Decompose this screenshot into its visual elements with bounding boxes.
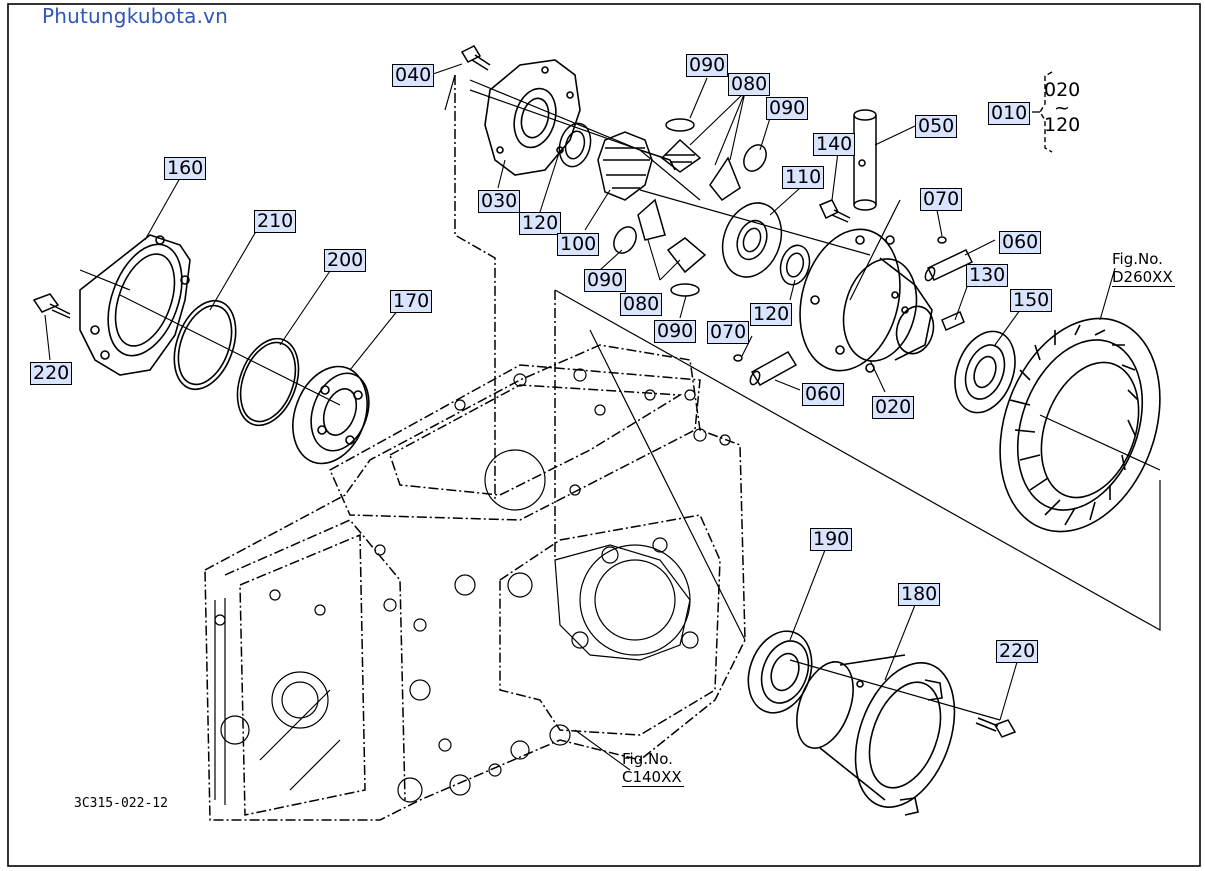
bearing-cover-drawing xyxy=(484,59,581,176)
figref-code[interactable]: D260XX xyxy=(1112,268,1175,287)
range-note: 020 ~ 120 xyxy=(1044,80,1080,136)
leader-lines xyxy=(44,63,1116,771)
part-label-090: 090 xyxy=(654,320,697,343)
transmission-case-drawing xyxy=(204,75,746,821)
page-border xyxy=(7,3,1201,867)
bolt-drawing-140 xyxy=(818,199,851,223)
part-label-170: 170 xyxy=(390,290,433,313)
differential-case-drawing xyxy=(799,228,935,373)
part-label-060: 060 xyxy=(802,383,845,406)
part-label-220: 220 xyxy=(30,362,73,385)
part-label-100: 100 xyxy=(557,233,600,256)
part-label-060: 060 xyxy=(999,231,1042,254)
site-watermark: Phutungkubota.vn xyxy=(42,4,229,28)
part-label-020: 020 xyxy=(872,396,915,419)
bearing-drawing-150 xyxy=(954,330,1016,414)
part-label-200: 200 xyxy=(324,249,367,272)
seal-cover-drawing xyxy=(79,234,191,376)
part-label-080: 080 xyxy=(728,73,771,96)
part-label-010: 010 xyxy=(988,102,1031,125)
bolt-drawing-top xyxy=(460,45,491,71)
part-label-070: 070 xyxy=(707,321,750,344)
range-from: 020 xyxy=(1044,79,1081,101)
part-label-160: 160 xyxy=(164,157,207,180)
bolt-drawing-220b xyxy=(975,717,1017,738)
figref-label: Fig.No. xyxy=(1112,250,1163,268)
o-ring-drawing xyxy=(236,337,300,427)
part-label-120: 120 xyxy=(750,303,793,326)
part-label-150: 150 xyxy=(1010,289,1053,312)
reference-lines xyxy=(79,74,1161,721)
figref-code[interactable]: C140XX xyxy=(622,768,684,787)
part-label-180: 180 xyxy=(898,583,941,606)
side-gear-drawing-110 xyxy=(721,202,783,278)
part-label-070: 070 xyxy=(920,188,963,211)
part-label-090: 090 xyxy=(766,97,809,120)
figure-reference-d260[interactable]: Fig.No. D260XX xyxy=(1112,250,1175,287)
shim-drawing-120b xyxy=(779,244,811,286)
axle-housing-drawing xyxy=(796,654,956,816)
part-label-030: 030 xyxy=(478,190,521,213)
shaft-drawing-050 xyxy=(853,109,877,211)
range-separator: ~ xyxy=(1054,97,1070,119)
range-brace xyxy=(1039,71,1053,153)
pinion-gears-drawing xyxy=(613,118,767,297)
part-label-050: 050 xyxy=(915,115,958,138)
bolt-drawing-left xyxy=(32,293,71,319)
part-label-080: 080 xyxy=(620,293,663,316)
circlip-drawing xyxy=(173,299,237,391)
part-label-190: 190 xyxy=(810,528,853,551)
part-label-210: 210 xyxy=(254,210,297,233)
figref-label: Fig.No. xyxy=(622,750,673,768)
case-details xyxy=(214,368,731,805)
pins-drawing xyxy=(733,236,974,387)
range-to: 120 xyxy=(1044,114,1081,136)
bearing-drawing-left xyxy=(292,365,370,465)
part-label-110: 110 xyxy=(782,166,825,189)
figure-reference-c140[interactable]: Fig.No. C140XX xyxy=(622,750,684,787)
part-label-220: 220 xyxy=(996,640,1039,663)
part-label-090: 090 xyxy=(686,54,729,77)
part-label-040: 040 xyxy=(392,64,435,87)
part-label-140: 140 xyxy=(813,133,856,156)
part-label-090: 090 xyxy=(584,269,627,292)
part-label-120: 120 xyxy=(519,212,562,235)
bearing-drawing-190 xyxy=(747,630,813,714)
ring-gear-drawing xyxy=(999,317,1161,533)
part-label-130: 130 xyxy=(966,264,1009,287)
shim-drawing xyxy=(558,122,592,168)
drawing-code: 3C315-022-12 xyxy=(74,796,168,811)
